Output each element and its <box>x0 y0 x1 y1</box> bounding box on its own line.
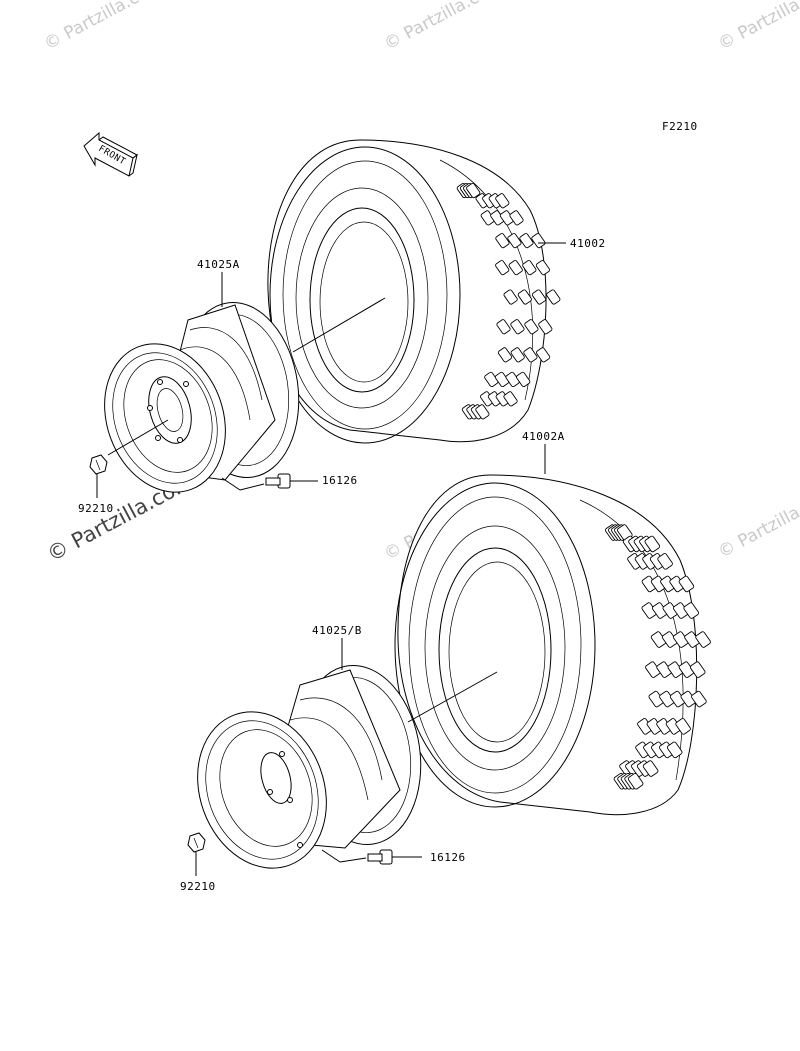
front-arrow-icon: FRONT <box>83 131 138 177</box>
rear-wheel <box>197 664 498 869</box>
tread-lug <box>522 260 537 276</box>
tread-lug <box>678 575 695 593</box>
figure-code: F2210 <box>662 120 698 133</box>
watermark-mid-right: © Partzilla.com <box>715 483 800 562</box>
tread-lug <box>666 741 683 759</box>
rear-nut <box>187 832 206 853</box>
label-valve-rear: 16126 <box>430 851 466 864</box>
tread-lug <box>535 260 550 276</box>
watermark-top-right: © Partzilla.com <box>715 0 800 54</box>
tread-lug <box>531 233 546 249</box>
tread-lug <box>503 391 518 407</box>
label-nut-front: 92210 <box>78 502 114 515</box>
tread-lug <box>517 289 532 305</box>
label-wheel-rear: 41025/B <box>312 624 362 637</box>
front-wheel <box>104 297 386 493</box>
tread-lug <box>524 319 539 335</box>
front-valve <box>265 473 318 489</box>
tread-lug <box>657 553 673 570</box>
tread-lug <box>523 347 538 363</box>
watermark-top-center: © Partzilla.com <box>381 0 506 54</box>
tread-lug <box>496 319 511 335</box>
tread-lug <box>495 233 510 249</box>
tread-lug <box>466 182 481 199</box>
rear-tire <box>394 474 711 816</box>
tread-lug <box>536 347 551 363</box>
leader-lines <box>96 242 566 876</box>
tread-lug <box>675 718 691 735</box>
tread-lug <box>683 602 699 619</box>
tread-lug <box>510 319 525 335</box>
front-nut <box>89 454 108 475</box>
label-nut-rear: 92210 <box>180 880 216 893</box>
tread-lug <box>497 347 513 363</box>
tread-lug <box>689 661 706 678</box>
tread-lug <box>495 260 510 276</box>
front-tire <box>267 139 561 444</box>
rear-valve <box>367 849 422 865</box>
tread-lug <box>508 260 523 276</box>
tread-lug <box>519 233 534 249</box>
tread-lug <box>691 690 707 708</box>
tread-lug <box>644 535 661 553</box>
label-valve-front: 16126 <box>322 474 358 487</box>
tread-lug <box>627 772 644 790</box>
tread-lug <box>510 347 525 363</box>
tread-lug <box>475 404 490 420</box>
tread-lug <box>503 289 518 305</box>
tread-lug <box>546 289 561 305</box>
tread-lug <box>531 289 547 305</box>
tread-lug <box>642 760 659 777</box>
label-tire-rear: 41002A <box>522 430 565 443</box>
tread-lug <box>495 193 510 209</box>
label-wheel-front: 41025A <box>197 258 240 271</box>
tread-lug <box>507 233 522 249</box>
tread-lug <box>695 631 711 648</box>
tread-lug <box>509 210 524 226</box>
label-tire-front: 41002 <box>570 237 606 250</box>
tread-lug <box>516 371 531 388</box>
tread-lug <box>538 319 553 335</box>
watermark-top-left: © Partzilla.com <box>41 0 166 54</box>
